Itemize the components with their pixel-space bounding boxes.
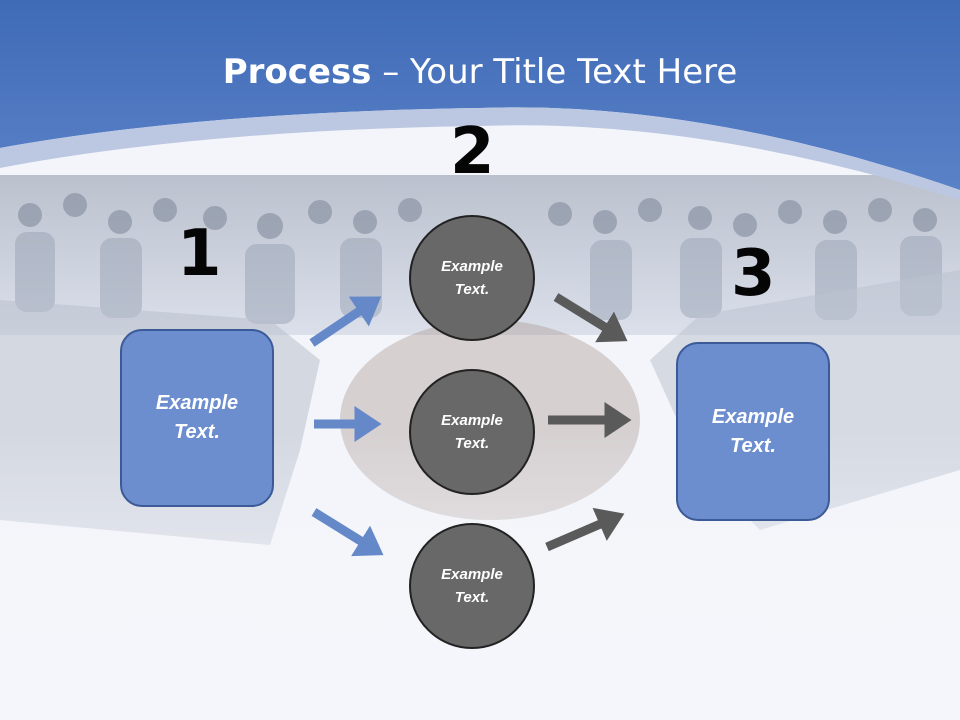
step-3-box: Example Text.	[676, 342, 830, 521]
step-number-3: 3	[731, 237, 776, 311]
step-1-text: Example Text.	[155, 392, 239, 443]
title-rest: – Your Title Text Here	[371, 52, 738, 92]
step-number-2: 2	[450, 115, 495, 189]
circle-middle-text: Example Text.	[441, 412, 503, 452]
step-1-box: Example Text.	[120, 329, 274, 507]
circle-top-text: Example Text.	[441, 258, 503, 298]
blue-arrow-down	[311, 508, 384, 557]
gray-arrow-up	[545, 507, 625, 552]
step-2-circle-top: Example Text.	[409, 215, 535, 341]
step-2-circle-middle: Example Text.	[409, 369, 535, 495]
circle-bottom-text: Example Text.	[441, 566, 503, 606]
slide-title: Process – Your Title Text Here	[0, 52, 960, 92]
step-2-circle-bottom: Example Text.	[409, 523, 535, 649]
title-bold: Process	[222, 52, 372, 92]
blue-arrow-up	[309, 296, 382, 347]
gray-arrow-down	[553, 293, 628, 343]
step-3-text: Example Text.	[711, 405, 795, 457]
step-number-1: 1	[177, 217, 222, 291]
